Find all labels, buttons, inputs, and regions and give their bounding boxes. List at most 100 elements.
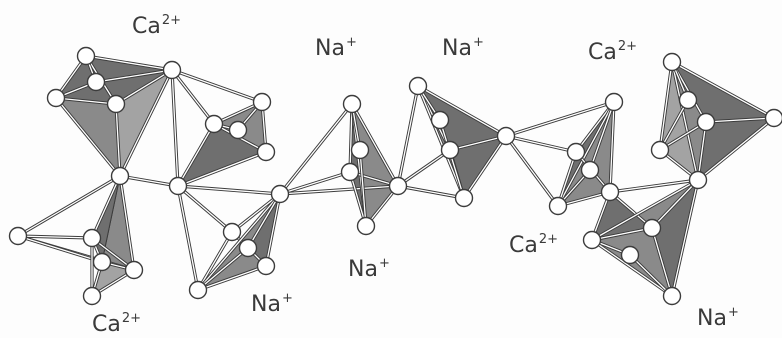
bond-line-core [449, 135, 507, 151]
atom-circle [46, 88, 66, 108]
atom-circle [600, 182, 620, 202]
bond-line-core [609, 191, 653, 229]
ion-charge: + [727, 305, 739, 320]
oxygen-atoms [8, 46, 782, 306]
atom-circle [228, 120, 248, 140]
ion-charge: 2+ [161, 13, 182, 28]
ion-element: Na [697, 306, 727, 331]
atom-circle [82, 228, 102, 248]
atom-circle [110, 166, 130, 186]
atom-circle [764, 108, 782, 128]
ion-label-na-bottom-left: Na+ [251, 292, 293, 316]
ion-charge: 2+ [538, 232, 559, 247]
bond-line-core [609, 179, 699, 193]
bond-line-core [197, 265, 267, 291]
bond-line-core [279, 103, 353, 195]
atom-circle [356, 216, 376, 236]
bond-line-core [589, 101, 615, 171]
bond-line-core [197, 231, 233, 291]
bond-line-core [629, 254, 673, 297]
ion-label-ca-mid-right: Ca2+ [509, 233, 558, 257]
atom-circle [238, 238, 258, 258]
bond-line-core [659, 99, 689, 151]
atom-circle [204, 114, 224, 134]
bond-line-core [417, 85, 465, 199]
ion-charge: + [472, 35, 484, 50]
ion-label-na-top-mid-left: Na+ [315, 36, 357, 60]
bond-line-core [397, 149, 451, 187]
bond-line-core [439, 119, 465, 199]
bond-line-core [119, 69, 173, 177]
bond-line-core [119, 175, 135, 271]
atom-circle [92, 252, 112, 272]
ion-charge: 2+ [617, 39, 638, 54]
atom-circle [548, 196, 568, 216]
bond-line-core [349, 171, 367, 227]
bond-line-core [557, 151, 577, 207]
bond-line-core [651, 227, 673, 297]
bond-line-core [659, 61, 673, 151]
atom-circle [222, 222, 242, 242]
ion-label-ca-top-left: Ca2+ [132, 14, 181, 38]
atom-circle [388, 176, 408, 196]
bond-line-core [575, 101, 615, 153]
bond-line-core [279, 185, 399, 195]
atom-circle [8, 226, 28, 246]
bond-line-core [397, 185, 465, 199]
atom-circle [350, 140, 370, 160]
bond-line-core [115, 103, 121, 177]
bond-line-core [505, 101, 615, 137]
bond-line-core [591, 179, 699, 241]
atom-circle [454, 188, 474, 208]
bond-line-core [197, 247, 249, 291]
bond-line-core [177, 185, 281, 195]
bond-line-core [171, 69, 263, 103]
ion-label-na-top-mid-right: Na+ [442, 36, 484, 60]
ion-label-ca-top-right: Ca2+ [588, 40, 637, 64]
bond-line-core [119, 175, 179, 187]
atom-circle [440, 140, 460, 160]
bond-line-core [231, 193, 281, 233]
bond-line-core [505, 135, 559, 207]
ion-element: Na [442, 36, 472, 61]
bond-line-core [651, 179, 699, 229]
bond-line-core [55, 97, 121, 177]
bond-line-core [349, 103, 353, 173]
bond-line-core [671, 179, 699, 297]
atom-circle [162, 60, 182, 80]
atom-circle [408, 76, 428, 96]
bond-line-core [609, 101, 615, 193]
bond-line-core [115, 69, 173, 105]
bond-line-core [697, 121, 707, 181]
ion-charge: + [281, 291, 293, 306]
atom-circle [256, 142, 276, 162]
bond-line-core [705, 117, 775, 123]
ion-charge: 2+ [121, 311, 142, 326]
bond-line-core [591, 239, 673, 297]
bond-line-core [17, 235, 103, 263]
bond-line-core [17, 175, 121, 237]
bond-line-core [17, 235, 93, 239]
bond-line-core [697, 117, 775, 181]
atom-circle [430, 110, 450, 130]
bond-line-core [95, 69, 173, 83]
bond-line-core [671, 61, 699, 181]
ion-label-na-bottom-right: Na+ [697, 306, 739, 330]
ion-element: Na [348, 257, 378, 282]
bond-line-core [279, 171, 351, 195]
bond-line-core [55, 97, 117, 105]
bond-line-core [417, 85, 507, 137]
bond-line-core [397, 85, 419, 187]
atom-circle [124, 260, 144, 280]
ion-element: Ca [509, 233, 538, 258]
ion-charge: + [378, 256, 390, 271]
bond-line-core [91, 175, 121, 239]
ion-element: Ca [588, 40, 617, 65]
atom-circle [496, 126, 516, 146]
bond-line-core [171, 69, 215, 125]
atom-circle [86, 72, 106, 92]
bond-line-core [591, 227, 653, 241]
atom-circle [662, 286, 682, 306]
bond-line-core [463, 135, 507, 199]
